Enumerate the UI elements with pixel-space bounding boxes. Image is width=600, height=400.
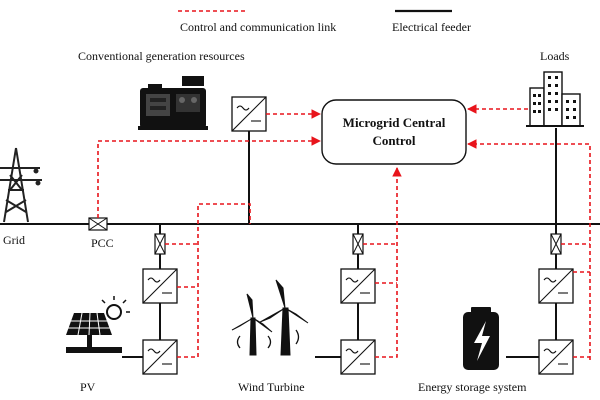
pv-converter-lower-icon bbox=[142, 339, 178, 375]
microgrid-central-control-box: Microgrid Central Control bbox=[321, 99, 467, 165]
pcc-breaker-icon bbox=[88, 217, 108, 231]
link-wind-to-mcc bbox=[375, 167, 402, 358]
pv-label: PV bbox=[80, 380, 96, 394]
link-pcc-to-mcc bbox=[97, 136, 321, 218]
storage-converter-upper-icon bbox=[538, 268, 574, 304]
transmission-tower-icon bbox=[0, 147, 42, 223]
wind-turbine-label: Wind Turbine bbox=[238, 380, 305, 394]
mcc-title-line2: Control bbox=[372, 133, 415, 148]
legend: Control and communication link Electrica… bbox=[178, 9, 471, 34]
conventional-generation-label: Conventional generation resources bbox=[78, 49, 245, 63]
battery-icon bbox=[463, 307, 499, 370]
grid-label: Grid bbox=[3, 233, 25, 247]
storage-converter-lower-icon bbox=[538, 339, 574, 375]
storage-label: Energy storage system bbox=[418, 380, 527, 394]
pcc-label: PCC bbox=[91, 236, 114, 250]
loads-label: Loads bbox=[540, 49, 570, 63]
pv-converter-upper-icon bbox=[142, 268, 178, 304]
wind-breaker-icon bbox=[352, 233, 364, 255]
control-links bbox=[97, 104, 591, 360]
link-storage-to-mcc bbox=[467, 139, 591, 360]
diesel-generator-icon bbox=[138, 76, 208, 130]
link-pv-to-mcc bbox=[177, 203, 251, 358]
solar-panel-icon bbox=[66, 296, 130, 353]
wind-turbine-icon bbox=[231, 279, 309, 356]
wind-converter-upper-icon bbox=[340, 268, 376, 304]
building-icon bbox=[526, 71, 584, 127]
legend-feeder-label: Electrical feeder bbox=[392, 20, 471, 34]
pv-breaker-icon bbox=[154, 233, 166, 255]
wind-converter-lower-icon bbox=[340, 339, 376, 375]
generator-converter-icon bbox=[231, 96, 267, 132]
mcc-title-line1: Microgrid Central bbox=[343, 115, 446, 130]
storage-breaker-icon bbox=[550, 233, 562, 255]
legend-control-link-label: Control and communication link bbox=[180, 20, 336, 34]
